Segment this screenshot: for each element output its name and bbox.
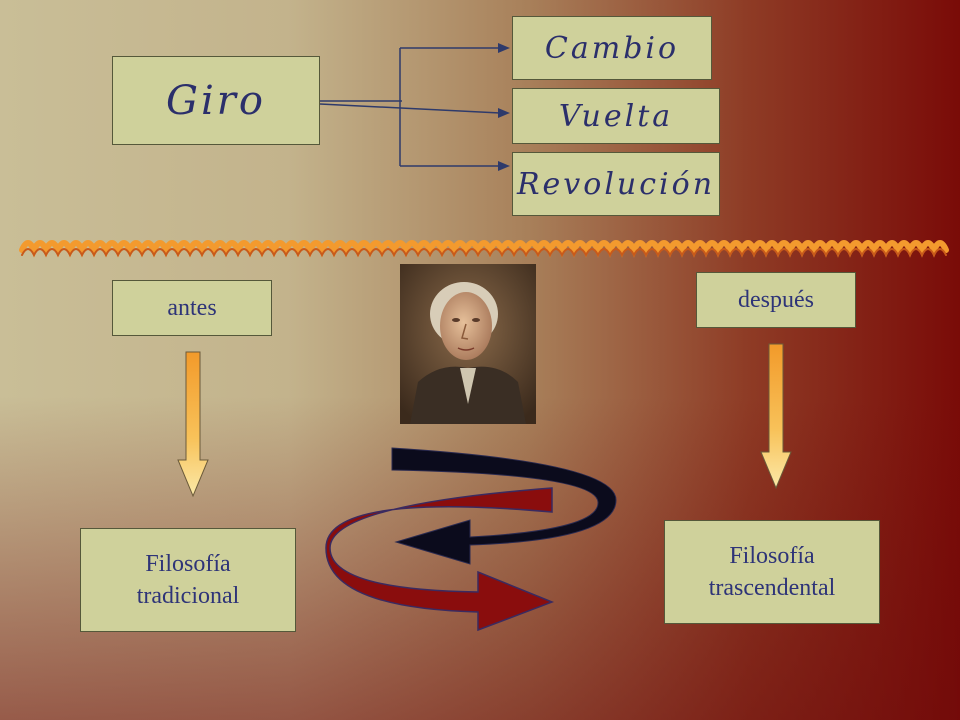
ftrad-line1: Filosofía: [145, 550, 231, 577]
ftras-line2: trascendental: [708, 575, 836, 601]
rotation-arrow-front: [325, 487, 555, 632]
vuelta-label: Vuelta: [558, 98, 674, 134]
filosofia-trascendental-box: Filosofía trascendental: [664, 520, 880, 624]
vuelta-box: Vuelta: [512, 88, 720, 144]
antes-label: antes: [167, 294, 217, 321]
despues-label: después: [738, 286, 814, 313]
revolucion-label: Revolución: [516, 166, 716, 202]
ftrad-line2: tradicional: [136, 583, 240, 609]
revolucion-box: Revolución: [512, 152, 720, 216]
cambio-box: Cambio: [512, 16, 712, 80]
despues-box: después: [696, 272, 856, 328]
giro-label: Giro: [166, 77, 266, 124]
down-arrow-left: [177, 351, 209, 498]
kant-portrait: [400, 264, 536, 424]
antes-box: antes: [112, 280, 272, 336]
cambio-label: Cambio: [544, 30, 680, 66]
giro-box: Giro: [112, 56, 320, 145]
filosofia-tradicional-box: Filosofía tradicional: [80, 528, 296, 632]
rotation-arrow-back: [391, 447, 617, 565]
ftras-line1: Filosofía: [729, 542, 815, 569]
down-arrow-right: [760, 343, 792, 490]
